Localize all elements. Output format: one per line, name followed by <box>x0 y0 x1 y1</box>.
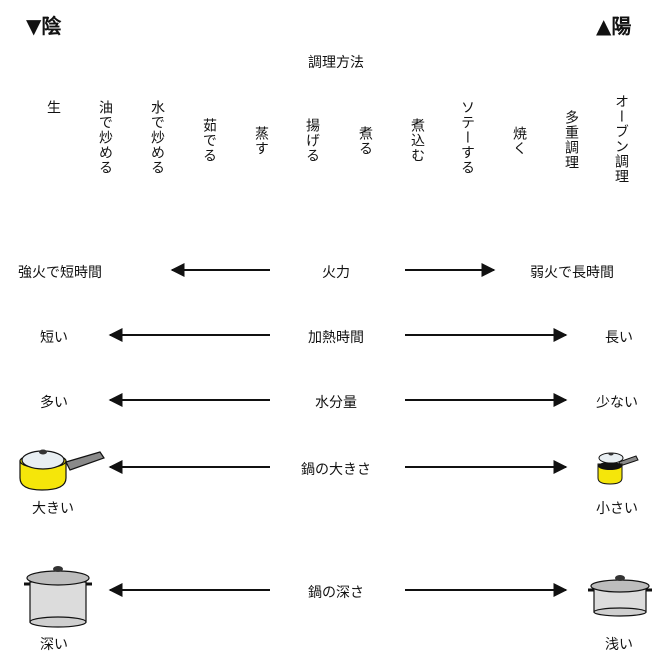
method-simmer: 煮る <box>357 126 373 156</box>
water-left-label: 多い <box>40 395 68 411</box>
cooking-methods-title: 調理方法 <box>308 55 364 71</box>
shallow-pot-icon <box>588 575 652 617</box>
method-saute: ソテーする <box>459 100 475 175</box>
method-oil-stir-fry: 油で炒める <box>97 100 113 175</box>
pot-depth-left-label: 深い <box>40 637 68 653</box>
method-steam: 蒸す <box>253 126 269 156</box>
heat-right-label: 弱火で長時間 <box>530 265 614 281</box>
method-deep-fry: 揚げる <box>304 118 320 163</box>
water-center-label: 水分量 <box>315 395 357 411</box>
heat-center-label: 火力 <box>322 265 350 281</box>
heat-left-label: 強火で短時間 <box>18 265 102 281</box>
time-right-label: 長い <box>605 330 633 346</box>
small-pan-icon <box>597 452 639 485</box>
pan-size-left-label: 大きい <box>32 501 74 517</box>
pan-size-center-label: 鍋の大きさ <box>301 462 371 478</box>
large-pan-icon <box>19 449 105 491</box>
water-right-label: 少ない <box>596 395 638 411</box>
yang-label: ▲陽 <box>596 14 632 38</box>
time-left-label: 短い <box>40 330 68 346</box>
method-boil: 茹でる <box>201 118 217 163</box>
method-stew: 煮込む <box>409 118 425 163</box>
method-multi-layer: 多重調理 <box>563 110 579 170</box>
method-water-stir-fry: 水で炒める <box>149 100 165 175</box>
method-grill: 焼く <box>511 126 527 156</box>
pot-depth-right-label: 浅い <box>605 637 633 653</box>
time-center-label: 加熱時間 <box>308 330 364 346</box>
method-raw: 生 <box>45 100 61 115</box>
yin-label: ▼陰 <box>26 14 62 38</box>
deep-pot-icon <box>24 566 92 628</box>
pan-size-right-label: 小さい <box>596 501 638 517</box>
pot-depth-center-label: 鍋の深さ <box>308 585 364 601</box>
method-oven: オーブン調理 <box>613 94 629 184</box>
